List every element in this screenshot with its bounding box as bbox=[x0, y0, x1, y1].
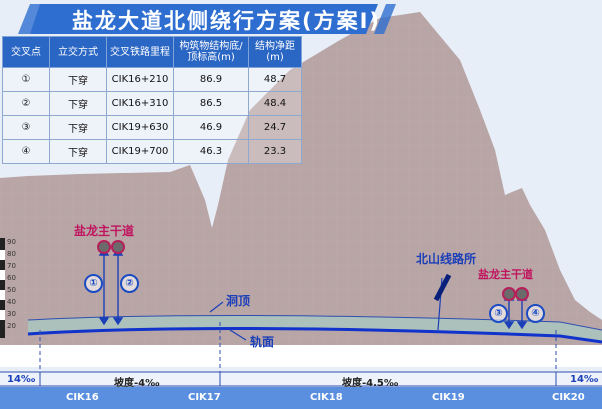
y-tick: 20 bbox=[7, 322, 16, 330]
cell-elevation: 86.5 bbox=[173, 91, 249, 116]
cell-crossing: ② bbox=[2, 91, 50, 116]
marker-4: ④ bbox=[526, 304, 545, 323]
rail-surface-label: 轨面 bbox=[250, 335, 275, 349]
cell-method: 下穿 bbox=[49, 115, 107, 140]
mileage-label: CIK20 bbox=[552, 392, 585, 403]
crossing-table: 交叉点 立交方式 交叉铁路里程 构筑物结构底/顶标高(m) 结构净距(m) ① … bbox=[2, 36, 302, 164]
cell-elevation: 86.9 bbox=[173, 67, 249, 92]
cell-method: 下穿 bbox=[49, 67, 107, 92]
col-header-mileage: 交叉铁路里程 bbox=[106, 36, 174, 68]
table-header-row: 交叉点 立交方式 交叉铁路里程 构筑物结构底/顶标高(m) 结构净距(m) bbox=[2, 36, 302, 68]
cell-crossing: ③ bbox=[2, 115, 50, 140]
table-row: ② 下穿 CIK16+310 86.5 48.4 bbox=[2, 91, 302, 116]
title-bar bbox=[30, 4, 378, 34]
road-icon bbox=[97, 240, 111, 254]
page-title: 盐龙大道北侧绕行方案(方案I) bbox=[72, 9, 382, 33]
grade-label-2: 坡度-4.5‰ bbox=[342, 378, 399, 389]
table-row: ① 下穿 CIK16+210 86.9 48.7 bbox=[2, 67, 302, 92]
marker-1: ① bbox=[84, 274, 103, 293]
cell-clearance: 48.7 bbox=[248, 67, 302, 92]
road-icon bbox=[111, 240, 125, 254]
table-row: ④ 下穿 CIK19+700 46.3 23.3 bbox=[2, 139, 302, 164]
rail-line bbox=[27, 326, 602, 344]
y-tick: 50 bbox=[7, 286, 16, 294]
mileage-bar bbox=[0, 387, 602, 409]
marker-2: ② bbox=[120, 274, 139, 293]
cell-clearance: 24.7 bbox=[248, 115, 302, 140]
road-label-left: 盐龙主干道 bbox=[74, 224, 135, 238]
grade-label-1: 坡度-4‰ bbox=[114, 378, 160, 389]
mileage-label: CIK19 bbox=[432, 392, 465, 403]
y-tick: 90 bbox=[7, 238, 16, 246]
station-label: 北山线路所 bbox=[416, 252, 477, 266]
road-label-right: 盐龙主干道 bbox=[478, 268, 533, 281]
cell-elevation: 46.9 bbox=[173, 115, 249, 140]
cell-mileage: CIK19+700 bbox=[106, 139, 174, 164]
col-header-method: 立交方式 bbox=[49, 36, 107, 68]
tunnel-top-label: 洞顶 bbox=[226, 294, 251, 308]
grade-right-edge: 14‰ bbox=[570, 374, 599, 385]
cell-clearance: 48.4 bbox=[248, 91, 302, 116]
mileage-label: CIK16 bbox=[66, 392, 99, 403]
marker-3: ③ bbox=[489, 304, 508, 323]
cell-mileage: CIK19+630 bbox=[106, 115, 174, 140]
grade-left-edge: 14‰ bbox=[7, 374, 36, 385]
table-row: ③ 下穿 CIK19+630 46.9 24.7 bbox=[2, 115, 302, 140]
col-header-clearance: 结构净距(m) bbox=[248, 36, 302, 68]
cell-mileage: CIK16+210 bbox=[106, 67, 174, 92]
road-icon bbox=[502, 287, 516, 301]
cell-elevation: 46.3 bbox=[173, 139, 249, 164]
mileage-label: CIK17 bbox=[188, 392, 221, 403]
cell-method: 下穿 bbox=[49, 91, 107, 116]
y-tick: 30 bbox=[7, 310, 16, 318]
y-tick: 80 bbox=[7, 250, 16, 258]
cell-mileage: CIK16+310 bbox=[106, 91, 174, 116]
cell-crossing: ④ bbox=[2, 139, 50, 164]
y-tick: 60 bbox=[7, 274, 16, 282]
cell-clearance: 23.3 bbox=[248, 139, 302, 164]
mileage-label: CIK18 bbox=[310, 392, 343, 403]
col-header-crossing: 交叉点 bbox=[2, 36, 50, 68]
y-tick: 70 bbox=[7, 262, 16, 270]
y-tick: 40 bbox=[7, 298, 16, 306]
cell-method: 下穿 bbox=[49, 139, 107, 164]
col-header-elevation: 构筑物结构底/顶标高(m) bbox=[173, 36, 249, 68]
road-icon bbox=[515, 287, 529, 301]
cell-crossing: ① bbox=[2, 67, 50, 92]
